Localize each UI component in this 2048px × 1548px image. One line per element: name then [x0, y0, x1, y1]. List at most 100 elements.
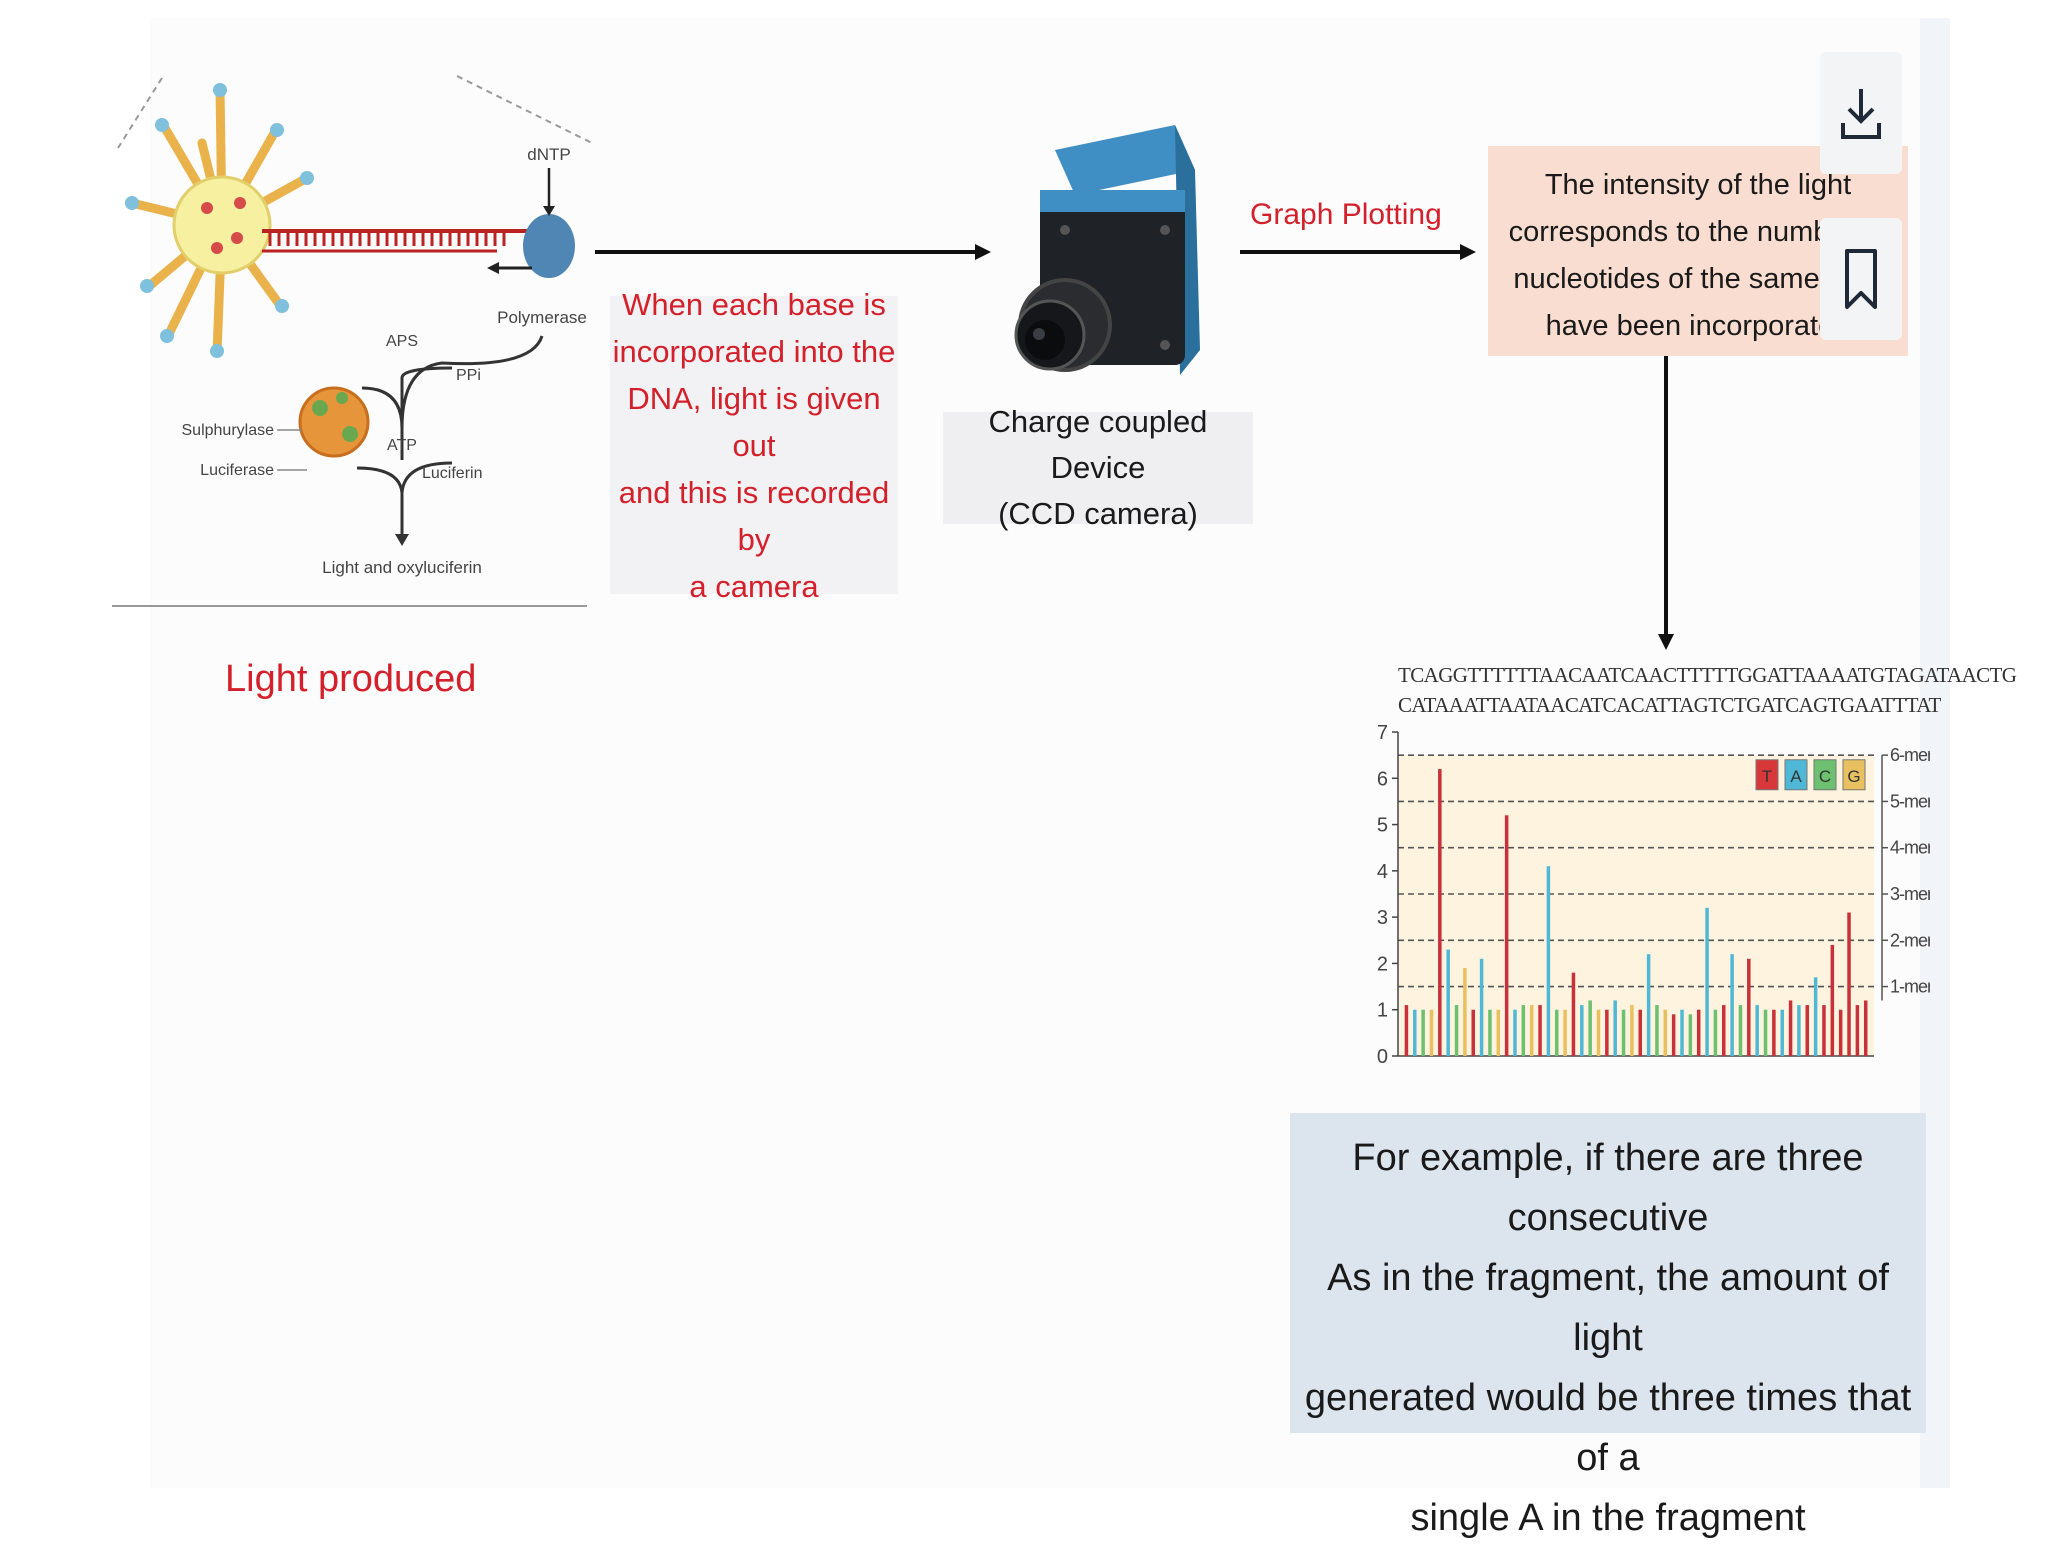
bar-T	[1471, 1009, 1475, 1056]
output-label: Light and oxyluciferin	[322, 558, 482, 577]
bar-T	[1805, 1005, 1810, 1056]
legend-swatch-A	[1784, 759, 1808, 791]
bar-T	[1863, 1000, 1868, 1056]
arrow-to-intensity	[1240, 244, 1476, 260]
bar-G	[1463, 968, 1467, 1056]
arrow-to-graph	[1658, 356, 1674, 650]
base-incorporation-box: When each base is incorporated into the …	[610, 287, 898, 604]
bar-T	[1722, 1005, 1726, 1056]
bookmark-button[interactable]	[1820, 218, 1902, 340]
legend-swatch-G	[1842, 759, 1866, 791]
bar-A	[1413, 1009, 1417, 1056]
y-tick-label: 6	[1377, 768, 1388, 790]
ccd-camera-icon	[1014, 125, 1200, 375]
example-line-1: For example, if there are three consecut…	[1352, 1137, 1864, 1239]
bar-T	[1605, 1009, 1609, 1056]
bar-A	[1813, 977, 1818, 1056]
bar-T	[1538, 1005, 1542, 1056]
bar-C	[1588, 1000, 1592, 1056]
base-line-3: DNA, light is given out	[627, 380, 881, 463]
bar-C	[1621, 1009, 1626, 1056]
bar-G	[1496, 1009, 1501, 1056]
bar-T	[1822, 1005, 1826, 1056]
bar-T	[1696, 1009, 1701, 1056]
bar-C	[1738, 1005, 1743, 1056]
zoom-line-left	[117, 77, 163, 149]
bar-G	[1529, 1005, 1534, 1056]
bar-G	[1663, 1009, 1668, 1056]
bookmark-icon	[1845, 249, 1877, 309]
bar-C	[1655, 1005, 1659, 1056]
pyrosequencing-illustration: dNTP Polymerase APS PPi ATP Luciferin Li…	[112, 75, 593, 607]
luciferase-label: Luciferase	[200, 462, 274, 479]
legend-label-C: C	[1819, 767, 1831, 786]
example-line-2: As in the fragment, the amount of light	[1327, 1257, 1889, 1359]
bar-C	[1763, 1009, 1768, 1056]
y-tick-label: 0	[1377, 1046, 1388, 1068]
bar-T	[1638, 1009, 1643, 1056]
bar-C	[1421, 1009, 1425, 1056]
y-tick-label: 4	[1377, 861, 1388, 883]
base-line-2: incorporated into the	[612, 333, 896, 369]
atp-label: ATP	[387, 437, 417, 454]
polymerase-label: Polymerase	[497, 308, 587, 327]
bar-G	[1630, 1005, 1634, 1056]
legend-label-A: A	[1790, 767, 1802, 786]
bar-T	[1747, 958, 1751, 1056]
bar-C	[1688, 1014, 1693, 1056]
bar-T	[1404, 1005, 1409, 1056]
bar-A	[1730, 954, 1734, 1056]
bar-T	[1671, 1014, 1676, 1056]
bead-icon	[125, 83, 314, 358]
ccd-camera-box: Charge coupled Device (CCD camera)	[943, 404, 1253, 531]
bar-C	[1454, 1005, 1459, 1056]
bar-T	[1855, 1005, 1860, 1056]
base-line-1: When each base is	[622, 286, 886, 322]
bar-T	[1830, 944, 1835, 1056]
enzyme-icon	[298, 386, 370, 458]
dntp-label: dNTP	[527, 145, 570, 164]
zoom-line-right	[456, 75, 593, 144]
bar-A	[1479, 958, 1484, 1056]
aps-label: APS	[386, 333, 418, 350]
chart-background	[1398, 755, 1874, 1056]
bar-G	[1429, 1009, 1434, 1056]
legend-label-G: G	[1847, 767, 1860, 786]
bar-T	[1772, 1009, 1776, 1056]
arrow-to-camera	[595, 244, 991, 260]
ccd-line-1: Charge coupled Device	[988, 404, 1208, 485]
sequence-text: TCAGGTTTTTTAACAATCAACTTTTTGGATTAAAATGTAG…	[1398, 660, 2017, 720]
bar-T	[1571, 972, 1576, 1056]
download-icon	[1841, 89, 1881, 139]
legend-label-T: T	[1762, 767, 1772, 786]
intensity-line-4: have been incorporated	[1545, 310, 1851, 342]
ccd-line-2: (CCD camera)	[998, 496, 1198, 531]
bar-T	[1847, 912, 1851, 1056]
bar-T	[1788, 1000, 1793, 1056]
bar-A	[1797, 1005, 1801, 1056]
mer-label: 1-mer	[1890, 977, 1930, 997]
bar-C	[1713, 1009, 1718, 1056]
sulphurylase-label: Sulphurylase	[182, 422, 275, 439]
bar-C	[1488, 1009, 1492, 1056]
base-line-5: a camera	[689, 568, 819, 604]
polymerase-icon	[523, 214, 575, 278]
bar-G	[1563, 1009, 1567, 1056]
example-box: For example, if there are three consecut…	[1290, 1113, 1926, 1539]
download-button[interactable]	[1820, 52, 1902, 174]
mer-label: 3-mer	[1890, 884, 1930, 904]
luciferin-label: Luciferin	[422, 465, 482, 482]
bar-A	[1780, 1009, 1784, 1056]
mer-label: 5-mer	[1890, 791, 1930, 811]
mer-label: 6-mer	[1890, 745, 1930, 765]
y-tick-label: 2	[1377, 953, 1388, 975]
graph-plotting-label: Graph Plotting	[1250, 198, 1442, 231]
bar-A	[1705, 907, 1709, 1056]
mer-label: 4-mer	[1890, 838, 1930, 858]
base-line-4: and this is recorded by	[618, 474, 890, 557]
bar-A	[1613, 1000, 1617, 1056]
bar-T	[1504, 815, 1509, 1056]
bar-A	[1513, 1009, 1517, 1056]
bar-T	[1838, 1009, 1843, 1056]
